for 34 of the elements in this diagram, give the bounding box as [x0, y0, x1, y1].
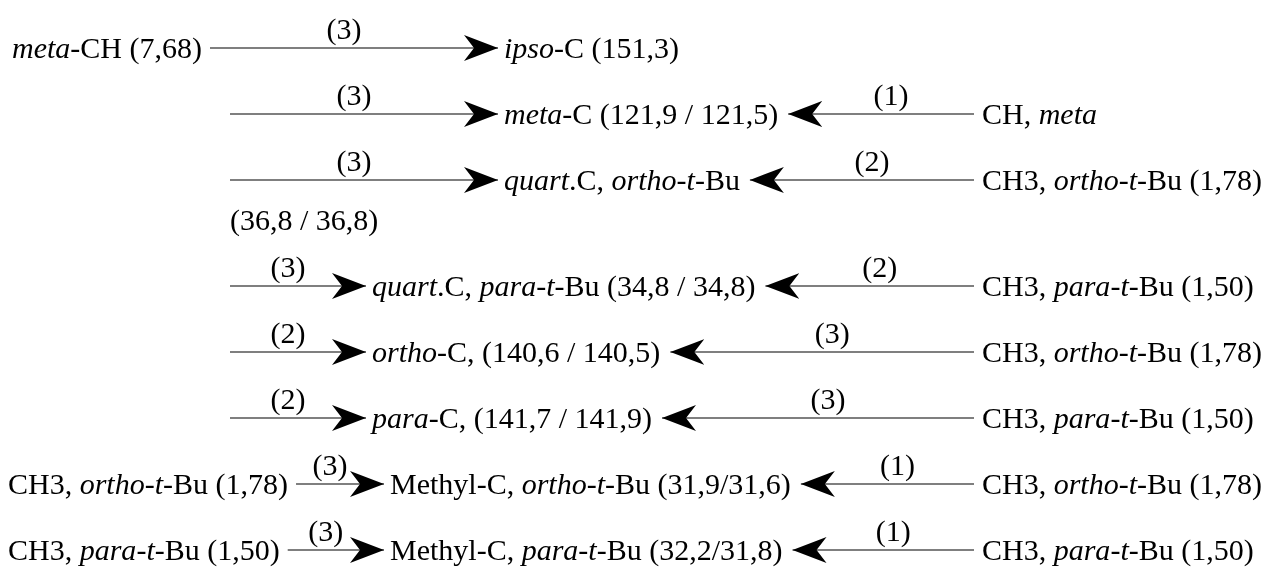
node-text: CH3, para-t-Bu (1,50) [982, 269, 1254, 303]
node-text: CH3, ortho-t-Bu (1,78) [982, 467, 1263, 501]
arrow [764, 273, 975, 299]
arrow [661, 405, 975, 431]
arrow [229, 339, 367, 365]
node-text: Methyl-C, ortho-t-Bu (31,9/31,6) [390, 467, 791, 501]
arrow [295, 471, 385, 497]
arrow [787, 101, 975, 127]
node-text: CH3, para-t-Bu (1,50) [982, 533, 1254, 567]
node-text: CH3, ortho-t-Bu (1,78) [982, 163, 1263, 197]
arrow [287, 537, 385, 563]
node-text: Methyl-C, para-t-Bu (32,2/31,8) [390, 533, 783, 567]
arrow [229, 405, 367, 431]
arrow [749, 167, 975, 193]
node-text: CH3, para-t-Bu (1,50) [982, 401, 1254, 435]
node-text: CH3, ortho-t-Bu (1,78) [982, 335, 1263, 369]
node-text: CH, meta [982, 97, 1097, 131]
node-text: para-C, (141,7 / 141,9) [372, 401, 652, 435]
arrow [669, 339, 975, 365]
arrow [209, 35, 499, 61]
arrow [229, 273, 367, 299]
node-text: meta-C (121,9 / 121,5) [504, 97, 779, 131]
arrow [229, 167, 499, 193]
node-text: quart.C, para-t-Bu (34,8 / 34,8) [372, 269, 756, 303]
node-text: ortho-C, (140,6 / 140,5) [372, 335, 661, 369]
arrow [800, 471, 975, 497]
node-text: ipso-C (151,3) [504, 31, 679, 65]
node-text: quart.C, ortho-t-Bu [504, 163, 740, 197]
shift-value: (36,8 / 36,8) [230, 203, 379, 237]
arrow [791, 537, 975, 563]
arrow [229, 101, 499, 127]
node-text: meta-CH (7,68) [12, 31, 202, 65]
node-text: CH3, ortho-t-Bu (1,78) [8, 467, 289, 501]
node-text: CH3, para-t-Bu (1,50) [8, 533, 280, 567]
